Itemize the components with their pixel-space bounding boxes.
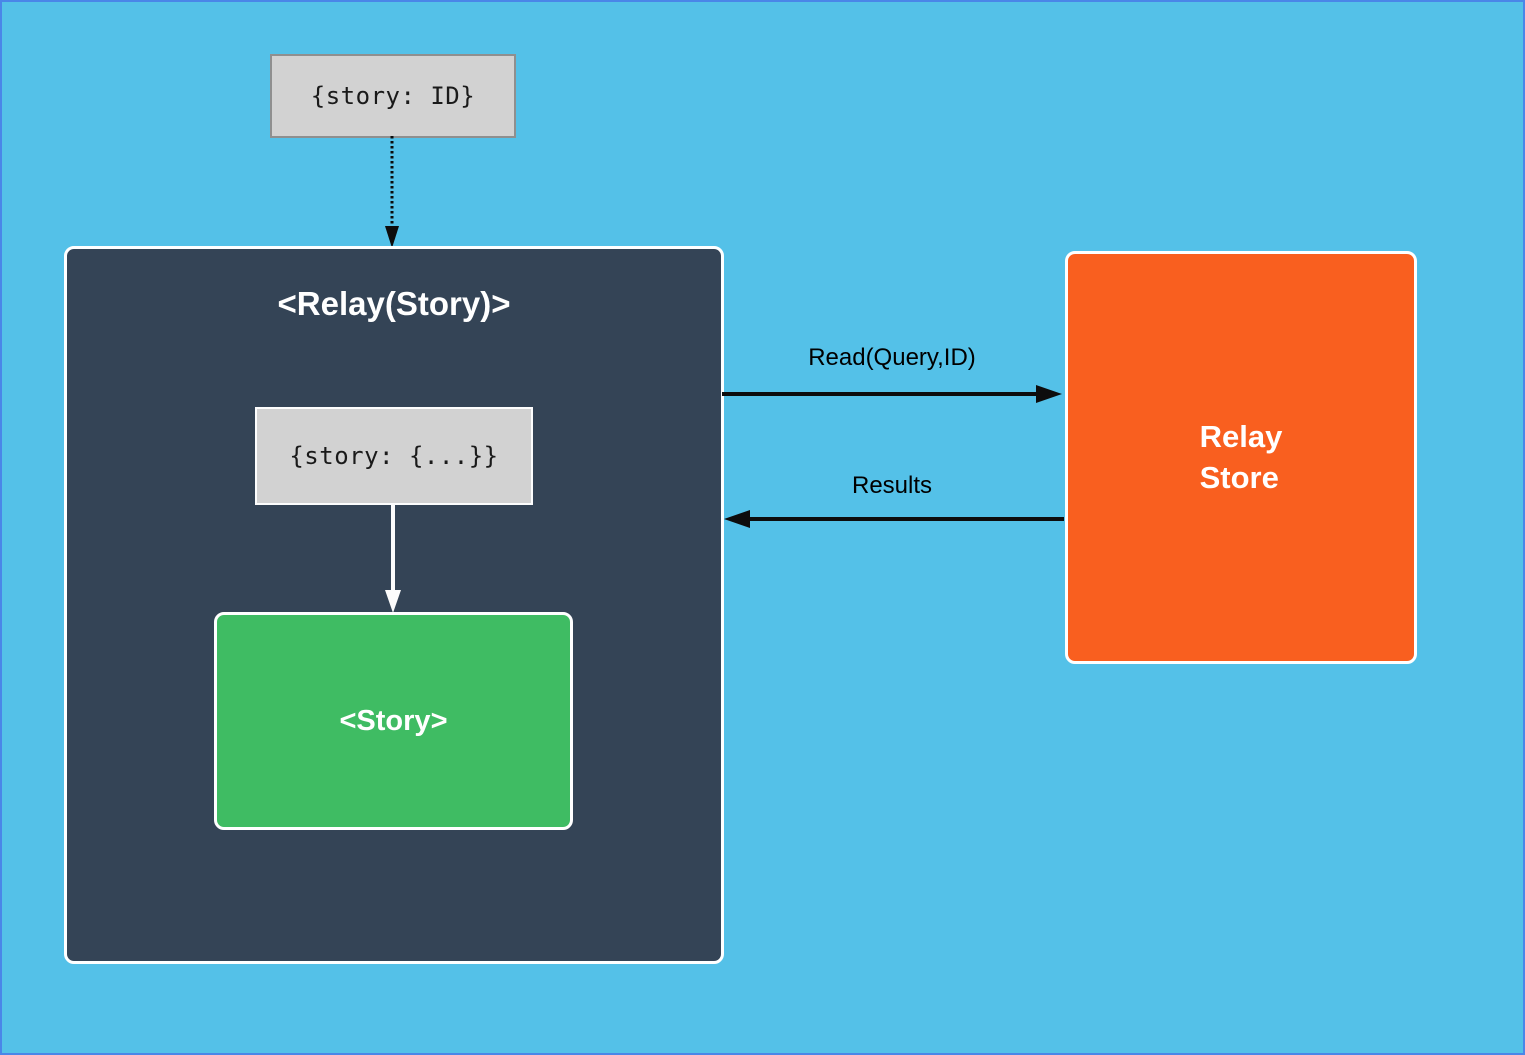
relay-store-node: Relay Store — [1065, 251, 1417, 664]
read-arrow-right-icon — [722, 385, 1062, 403]
story-node-label: <Story> — [339, 704, 448, 737]
results-arrow-left-icon — [724, 510, 1064, 528]
props-input-label: {story: ID} — [310, 82, 476, 110]
relay-store-label: Relay Store — [1199, 419, 1283, 495]
relay-container-title: <Relay(Story)> — [277, 285, 511, 322]
read-edge-label: Read(Query,ID) — [808, 344, 976, 371]
story-node: <Story> — [214, 612, 573, 830]
render-arrow-down-icon — [385, 505, 401, 613]
results-edge-label: Results — [851, 472, 933, 499]
inner-props-node: {story: {...}} — [255, 407, 533, 505]
props-flow-arrow-down-icon — [385, 136, 399, 248]
inner-props-label: {story: {...}} — [289, 442, 499, 470]
props-input-node: {story: ID} — [270, 54, 516, 138]
